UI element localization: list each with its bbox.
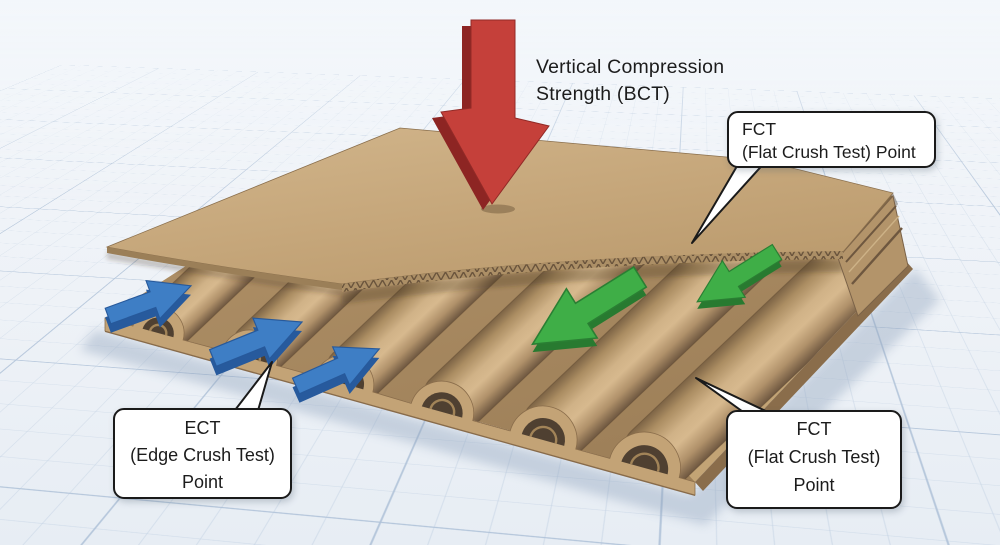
bct-arrow-icon: [432, 19, 550, 214]
callout-ect-line2: (Edge Crush Test): [130, 445, 275, 465]
callout-fct-bottom-line3: Point: [793, 474, 835, 495]
callout-fct-top-line1: FCT: [742, 119, 777, 139]
callout-fct-bottom: FCT (Flat Crush Test) Point: [726, 410, 902, 509]
top-liner-edge: [107, 247, 342, 290]
bct-label-line2: Strength (BCT): [536, 82, 670, 105]
callout-fct-top-line2: (Flat Crush Test) Point: [742, 142, 916, 163]
ect-arrow-icon-2: [208, 317, 304, 376]
bct-arrow-shadow: [481, 204, 515, 214]
bct-label: Vertical Compression Strength (BCT): [536, 54, 724, 108]
callout-ect-line1: ECT: [184, 418, 221, 438]
callout-ect: ECT (Edge Crush Test) Point: [113, 408, 292, 499]
top-liner-zigzag-edge: [342, 251, 843, 292]
fct-arrow-icon-1: [531, 265, 648, 353]
ect-arrow-icon-1: [104, 279, 193, 333]
ect-arrow-icon-3: [291, 346, 381, 403]
fct-arrow-icon-2: [696, 243, 783, 309]
bct-label-line1: Vertical Compression: [536, 56, 725, 78]
right-corner-stack: [837, 194, 909, 317]
callout-fct-top: FCT (Flat Crush Test) Point: [727, 111, 936, 168]
callout-fct-bottom-line2: (Flat Crush Test): [747, 446, 881, 467]
callout-ect-line3: Point: [181, 472, 224, 492]
callout-fct-bottom-line1: FCT: [796, 419, 832, 439]
